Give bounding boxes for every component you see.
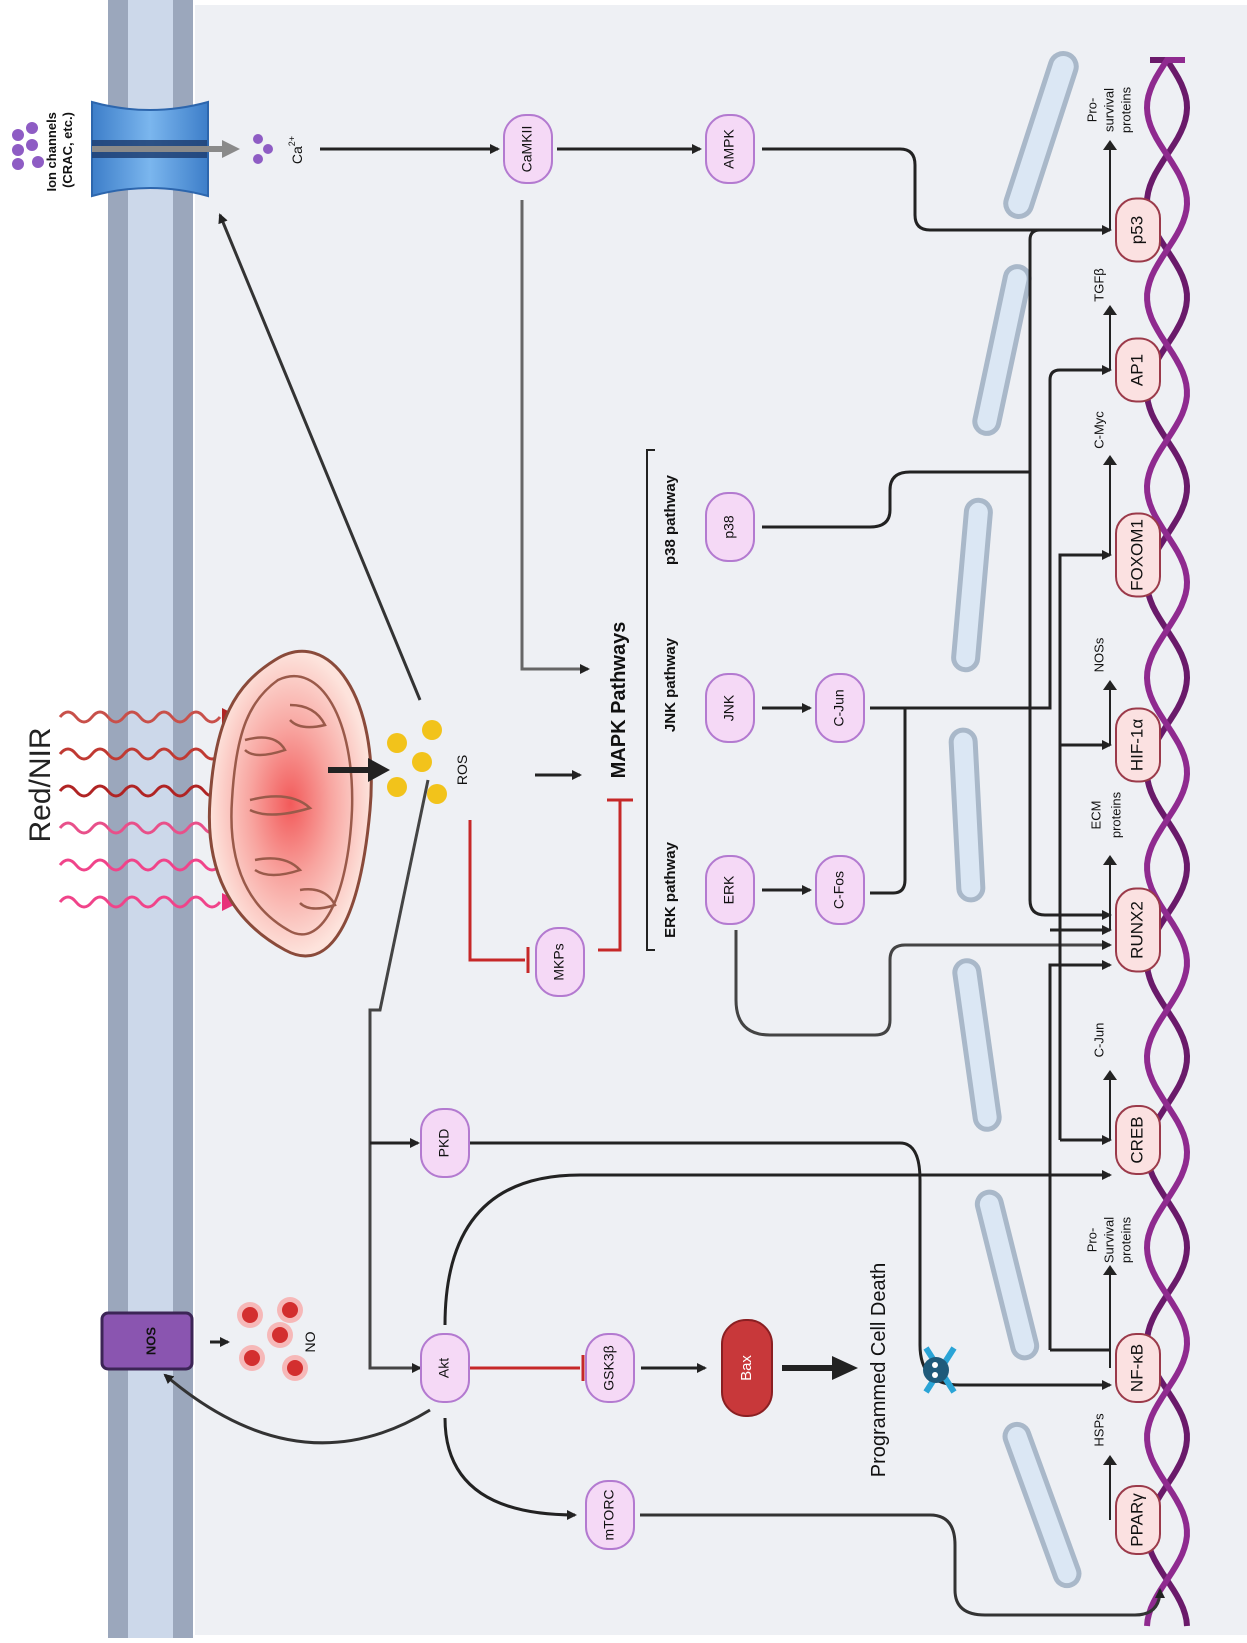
programmed-cell-death-label: Programmed Cell Death (868, 1263, 890, 1478)
mtorc-node-label: mTORC (601, 1489, 617, 1540)
tf-creb-label: CREB (1127, 1116, 1146, 1163)
product-cjun: C-Jun (1091, 1023, 1106, 1058)
ion-channel-label: Ion channels (CRAC, etc.) (44, 108, 75, 191)
p38-node-label: p38 (721, 515, 737, 539)
tf-ppary-label: PPARγ (1127, 1493, 1146, 1547)
tf-nfkb-label: NF-κB (1127, 1344, 1146, 1392)
cjun-node-label: C-Jun (831, 689, 847, 726)
cfos-node-label: C-Fos (831, 871, 847, 909)
product-nfkb-mid: Survival (1101, 1217, 1116, 1263)
erk-pathway-label: ERK pathway (662, 841, 679, 938)
ampk-node-label: AMPK (721, 129, 737, 169)
gsk3b-node-label: GSK3β (601, 1345, 617, 1390)
jnk-node-label: JNK (721, 694, 737, 721)
product-ecm-top: ECM (1088, 801, 1103, 830)
product-p53-mid: survival (1101, 88, 1116, 132)
p38-pathway-label: p38 pathway (662, 474, 679, 565)
ion-channel-label-line2: (CRAC, etc.) (60, 112, 75, 188)
jnk-pathway-label: JNK pathway (662, 637, 679, 732)
product-p53-top: Pro- (1084, 98, 1099, 123)
ion-channel-label-line1: Ion channels (44, 112, 59, 191)
tf-p53-label: p53 (1127, 216, 1146, 244)
product-cmyc: C-Myc (1091, 411, 1106, 449)
camkii-node-label: CaMKII (519, 126, 535, 173)
mkps-node-label: MKPs (551, 943, 567, 980)
product-nfkb-top: Pro- (1084, 1228, 1099, 1253)
nos-label: NOS (143, 1327, 158, 1356)
bax-node-label: Bax (738, 1355, 755, 1381)
tf-hif1a-label: HIF-1α (1127, 719, 1146, 772)
product-p53-bot: proteins (1118, 86, 1133, 133)
tf-ap1-label: AP1 (1127, 354, 1146, 386)
product-ecm-bot: proteins (1108, 791, 1123, 838)
product-noss: NOSs (1091, 637, 1106, 672)
product-hsps: HSPs (1091, 1413, 1106, 1447)
cell-membrane (108, 0, 193, 1638)
akt-node-label: Akt (436, 1358, 452, 1378)
erk-node-label: ERK (721, 875, 737, 904)
tf-foxom1-label: FOXOM1 (1127, 519, 1146, 591)
tf-runx2-label: RUNX2 (1127, 901, 1146, 959)
product-nfkb-bot: proteins (1118, 1216, 1133, 1263)
mapk-title: MAPK Pathways (608, 622, 630, 779)
pkd-node-label: PKD (436, 1129, 452, 1158)
ros-label: ROS (454, 755, 470, 785)
light-label: Red/NIR (24, 727, 57, 842)
no-label: NO (302, 1331, 318, 1352)
product-tgfb: TGFβ (1091, 268, 1106, 301)
